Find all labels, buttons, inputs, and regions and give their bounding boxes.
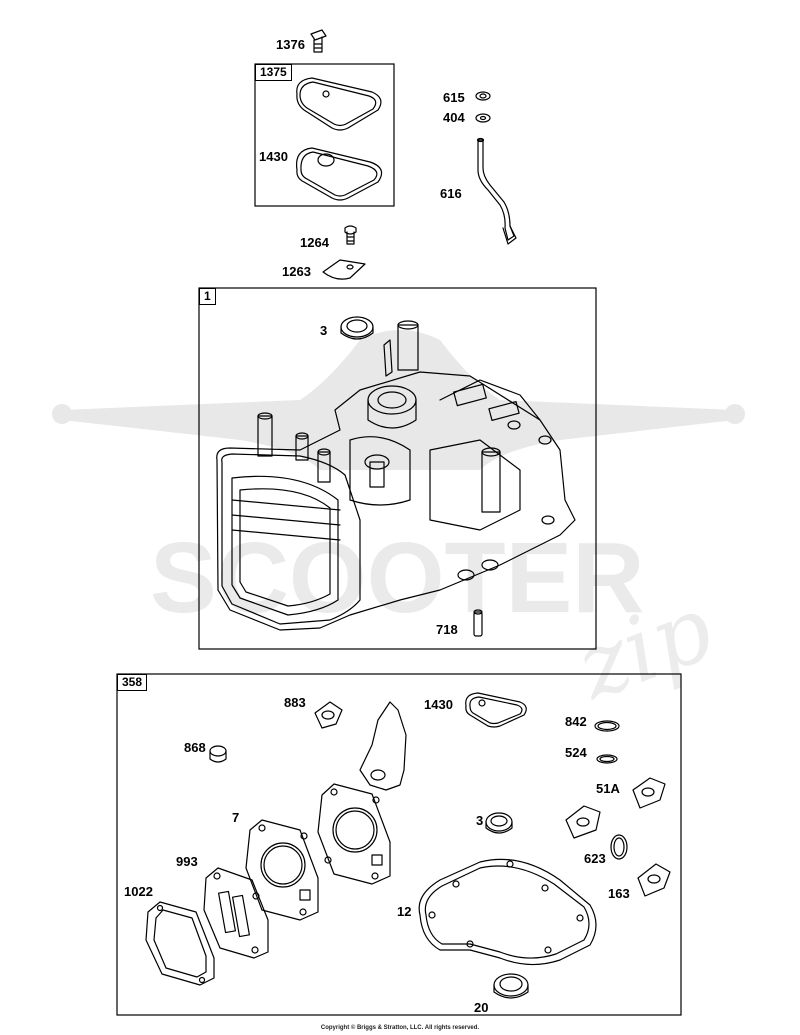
part-label-1430-bottom: 1430 [424,697,453,712]
seal-3-bottom [485,812,513,834]
part-label-1430-top: 1430 [259,149,288,164]
part-label-1022: 1022 [124,884,153,899]
bracket-1263 [322,259,366,280]
part-label-1263: 1263 [282,264,311,279]
part-label-718: 718 [436,622,458,637]
intake-gasket [565,805,601,839]
kit-1375-frame [254,63,395,207]
part-label-3-top: 3 [320,323,328,338]
part-label-623: 623 [584,851,606,866]
gasket-51A [632,777,666,809]
o-ring-842 [594,720,620,732]
part-label-1376: 1376 [276,37,305,52]
head-gasket-7 [245,819,319,921]
gasket-993 [203,867,269,959]
seal-3-top [340,316,374,340]
part-label-616: 616 [440,186,462,201]
cylinder-body [216,320,576,631]
o-ring-524 [596,754,618,764]
seal-20 [493,973,529,999]
bolt-1264 [344,225,357,245]
o-ring-623 [610,834,628,860]
washer-404 [475,113,491,123]
part-label-842: 842 [565,714,587,729]
part-label-7: 7 [232,810,240,825]
part-label-163: 163 [608,886,630,901]
part-label-20: 20 [474,1000,489,1015]
part-label-12: 12 [397,904,412,919]
part-label-404: 404 [443,110,465,125]
heat-shield [359,701,407,791]
group-label-1375: 1375 [255,64,292,81]
part-label-883: 883 [284,695,306,710]
cylinder-1-frame [198,287,597,650]
nut-615 [475,91,491,101]
gasket-163 [637,863,671,897]
dowel-pin-718 [473,609,483,637]
group-label-1: 1 [199,288,216,305]
part-label-993: 993 [176,854,198,869]
gasket-1430 [295,147,383,201]
part-label-3-bottom: 3 [476,813,484,828]
copyright-notice: Copyright © Briggs & Stratton, LLC. All … [320,1025,480,1031]
gasket-set-358-frame [116,673,682,1016]
group-label-358: 358 [117,674,148,691]
part-label-524: 524 [565,745,587,760]
part-label-51A: 51A [596,781,620,796]
crankcase-gasket-12 [418,858,597,966]
gasket-1430-kit [465,692,527,728]
cover-plate [296,77,382,131]
part-label-615: 615 [443,90,465,105]
gasket-1022 [145,901,215,986]
head-gasket-rear [317,783,391,885]
part-label-868: 868 [184,740,206,755]
dipstick-616 [476,137,517,245]
bolt-1376 [310,29,327,53]
part-label-1264: 1264 [300,235,329,250]
plug-868 [209,745,227,763]
gasket-883 [314,701,343,729]
